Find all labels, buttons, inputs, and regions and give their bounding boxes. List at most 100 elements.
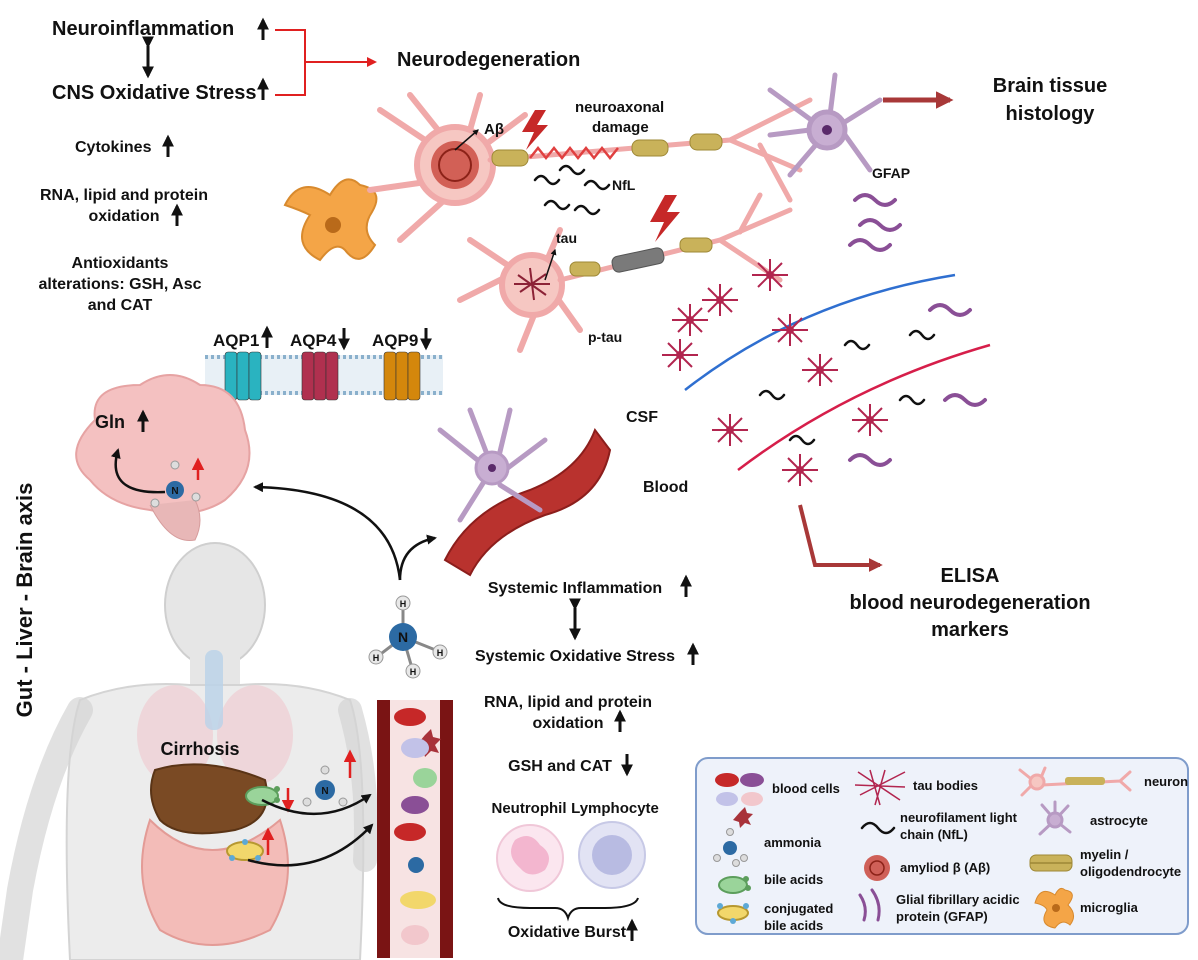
- legend-myelin-label-line1: myelin /: [1080, 847, 1129, 862]
- cns-oxidation-line1: RNA, lipid and protein: [40, 187, 208, 204]
- legend-nfl-label-line2: chain (NfL): [900, 827, 968, 842]
- abeta-label: Aβ: [484, 121, 504, 138]
- neutrophil-label: Neutrophil: [492, 800, 567, 817]
- microglia-illustration: [283, 178, 378, 262]
- legend-nfl-icon: [860, 821, 896, 835]
- ammonia-molecule-icon: N H H H H: [368, 595, 448, 679]
- tau-tangle: [514, 267, 550, 301]
- aquaporin-label-aqp4: AQP4: [290, 331, 337, 350]
- elisa-line2: blood neurodegeneration: [849, 592, 1090, 614]
- antioxidants-line2: alterations: GSH, Asc: [38, 276, 201, 293]
- histology-line2: histology: [1006, 103, 1096, 125]
- legend-nfl-label-line1: neurofilament light: [900, 810, 1018, 825]
- legend-tau-bodies-label: tau bodies: [913, 778, 978, 793]
- legend-ammonia-label: ammonia: [764, 835, 822, 850]
- myelin-bottom: [569, 237, 713, 277]
- neuron-bottom: [457, 192, 793, 353]
- neuroaxonal-damage-line2: damage: [592, 119, 649, 136]
- legend-neuron-label: neuron: [1144, 774, 1188, 789]
- liver-to-vessel-arrow-2: [247, 823, 374, 867]
- legend-gfap-icon: [858, 888, 881, 922]
- legend-astrocyte-icon: [1038, 800, 1072, 836]
- legend-bile-acids-label: bile acids: [764, 872, 823, 887]
- neuroinflammation-label: Neuroinflammation: [52, 18, 234, 40]
- blood-boundary: [737, 343, 991, 471]
- gsh-cat-label: GSH and CAT: [508, 758, 612, 775]
- conjugated-bile-acid-icon: [226, 839, 264, 861]
- aquaporin-channel-aqp4: [301, 351, 339, 401]
- brain-ammonia-molecule: N: [150, 460, 201, 508]
- svg-text:H: H: [373, 653, 380, 663]
- legend-conjugated-bile-acids-label-line1: conjugated: [764, 901, 833, 916]
- legend-microglia-label: microglia: [1080, 900, 1139, 915]
- legend-astrocyte-label: astrocyte: [1090, 813, 1148, 828]
- svg-text:H: H: [437, 648, 444, 658]
- cns-block: Neuroinflammation CNS Oxidative Stress N…: [38, 18, 580, 314]
- blood-vessel-strip: [377, 700, 453, 958]
- systemic-block: Systemic Inflammation Systemic Oxidative…: [475, 577, 693, 941]
- legend-neuron-icon: [1018, 766, 1132, 797]
- legend-amyloid-icon: [864, 855, 890, 881]
- lightning-bottom-icon: [650, 195, 680, 242]
- cns-oxidation-line2: oxidation: [88, 208, 159, 225]
- cns-oxidative-stress-label: CNS Oxidative Stress: [52, 82, 257, 104]
- legend-conjugated-bile-acids-label-line2: bile acids: [764, 918, 823, 933]
- aquaporin-channel-aqp9: [383, 351, 421, 401]
- legend-tau-bodies-icon: [854, 769, 906, 806]
- aquaporin-label-aqp9: AQP9: [372, 331, 418, 350]
- ammonia-to-brain-arrow: [253, 482, 402, 581]
- tau-pointer: [544, 248, 557, 281]
- legend-blood-cells-label: blood cells: [772, 781, 840, 796]
- gfap-fragments: [848, 193, 902, 252]
- legend-microglia-icon: [1034, 887, 1074, 929]
- cirrhosis-label: Cirrhosis: [160, 739, 239, 759]
- ammonia-to-gln-arrow: [110, 448, 166, 494]
- oxidative-burst-label: Oxidative Burst: [508, 924, 627, 941]
- legend-gfap-label-line1: Glial fibrillary acidic: [896, 892, 1020, 907]
- oxidative-burst-brace: [497, 897, 639, 922]
- brain-illustration: [75, 374, 251, 542]
- antioxidants-line1: Antioxidants: [72, 255, 169, 272]
- legend-myelin-icon: [1029, 854, 1073, 872]
- antioxidants-line3: and CAT: [88, 297, 153, 314]
- astrocyte-top-illustration: [767, 72, 883, 178]
- damage-zigzag-top: [529, 145, 619, 161]
- lightning-top-icon: [522, 110, 548, 150]
- astrocyte-vessel-illustration: [437, 407, 612, 577]
- systemic-oxidation-line1: RNA, lipid and protein: [484, 694, 652, 711]
- systemic-inflammation-label: Systemic Inflammation: [488, 580, 662, 597]
- systemic-oxidation-line2: oxidation: [532, 715, 603, 732]
- svg-text:N: N: [321, 786, 328, 797]
- elisa-line1: ELISA: [941, 565, 1000, 587]
- legend: blood cells ammonia bile acids conjugate…: [695, 757, 1189, 935]
- legend-conjugated-bile-acids-icon: [717, 903, 749, 924]
- liver-ammonia-molecule: N: [302, 765, 348, 807]
- liver-to-vessel-arrow-1: [261, 793, 372, 816]
- elisa-arrow: [798, 504, 883, 572]
- legend-gfap-label-line2: protein (GFAP): [896, 909, 988, 924]
- bile-acid-icon: [245, 786, 280, 806]
- amyloid-beta-plaque: [431, 141, 479, 189]
- gfap-label: GFAP: [872, 165, 910, 181]
- legend-myelin-label-line2: oligodendrocyte: [1080, 864, 1181, 879]
- legend-blood-cells-icon: [715, 773, 764, 828]
- gln-label: Gln: [95, 412, 125, 432]
- svg-text:N: N: [171, 486, 178, 497]
- tau-label: tau: [556, 230, 577, 246]
- systemic-oxidative-stress-label: Systemic Oxidative Stress: [475, 648, 675, 665]
- ammonia-to-vessel-arrow: [398, 534, 437, 581]
- axis-title: Gut - Liver - Brain axis: [12, 483, 37, 718]
- csf-label: CSF: [626, 409, 658, 426]
- aquaporin-channel-aqp1: [224, 351, 262, 401]
- abeta-pointer: [454, 129, 479, 151]
- svg-text:N: N: [398, 629, 408, 645]
- svg-text:H: H: [400, 599, 407, 609]
- histology-line1: Brain tissue: [993, 75, 1107, 97]
- lymphocyte-label: Lymphocyte: [571, 800, 659, 817]
- legend-bile-acids-icon: [718, 876, 751, 894]
- blood-label: Blood: [643, 479, 688, 496]
- neurodegeneration-label: Neurodegeneration: [397, 49, 580, 71]
- legend-amyloid-label: amyliod β (Aβ): [900, 860, 990, 875]
- neurodegeneration-bracket: [275, 29, 375, 96]
